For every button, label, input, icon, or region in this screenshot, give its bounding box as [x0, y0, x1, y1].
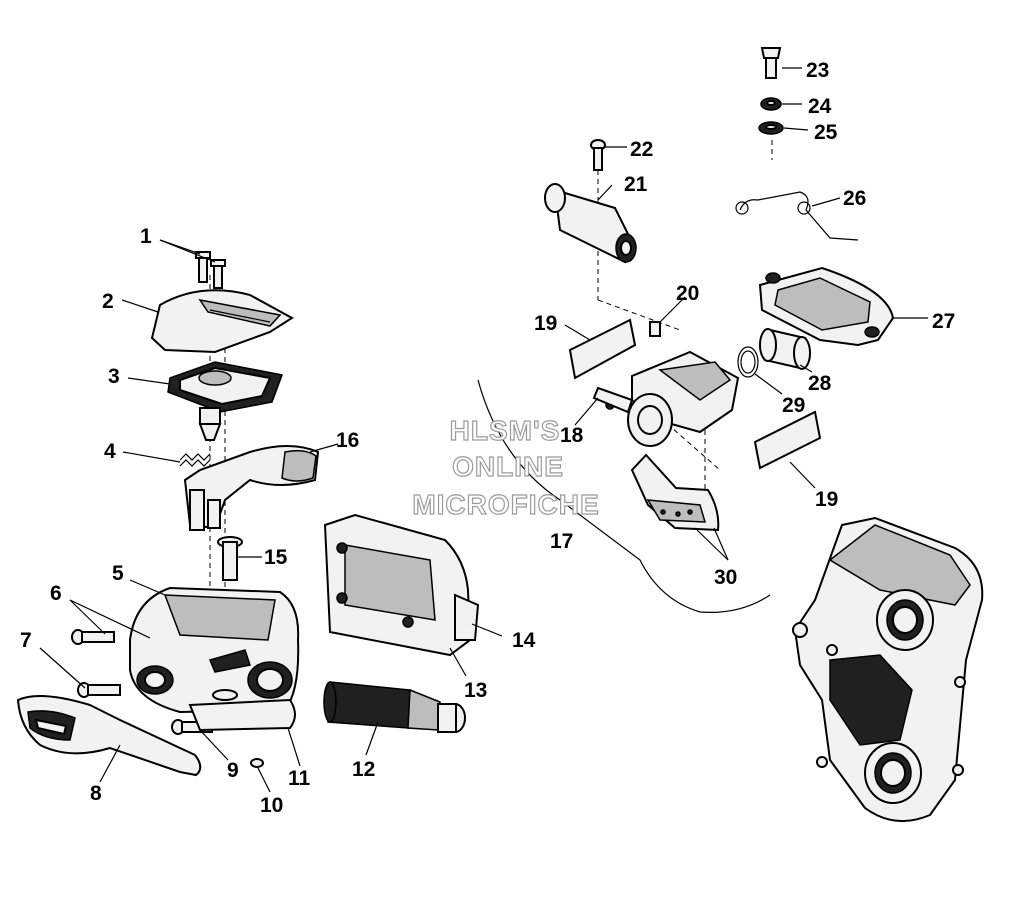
gasket-part-3 — [167, 361, 284, 413]
screw-part-6 — [71, 629, 115, 645]
chaincase-housing — [792, 516, 984, 823]
callout-6: 6 — [50, 582, 62, 605]
plunger — [198, 407, 222, 441]
screw-part-22 — [590, 139, 606, 171]
callout-20: 20 — [676, 282, 699, 305]
bushing-part-28 — [759, 328, 811, 370]
callout-2: 2 — [102, 290, 114, 313]
brake-pads-part-30 — [630, 453, 720, 532]
callout-28: 28 — [808, 372, 832, 395]
callout-25: 25 — [814, 121, 838, 144]
callout-1: 1 — [140, 225, 152, 248]
shim-part-19-lower — [753, 410, 822, 470]
cover-plate-part-13-14 — [323, 513, 480, 657]
throttle-cover-part-2 — [150, 289, 294, 354]
callout-8: 8 — [90, 782, 102, 805]
callout-5: 5 — [112, 562, 124, 585]
callout-19b: 19 — [815, 488, 838, 511]
callout-9: 9 — [227, 759, 239, 782]
callout-14: 14 — [512, 629, 536, 652]
washer-part-25 — [758, 121, 784, 135]
lower-cover-part-11 — [188, 698, 296, 732]
spring-part-4 — [179, 453, 211, 467]
throttle-lever-part-16 — [183, 445, 320, 531]
callout-19a: 19 — [534, 312, 557, 335]
callout-26: 26 — [843, 187, 866, 210]
watermark: HLSM'S ONLINE MICROFICHE — [412, 414, 600, 520]
callout-18: 18 — [560, 424, 584, 447]
callout-29: 29 — [782, 394, 805, 417]
lock-washer-part-24 — [760, 97, 782, 111]
callout-27: 27 — [932, 310, 955, 333]
bolts-part-1 — [195, 251, 226, 289]
callout-23: 23 — [806, 59, 829, 82]
callout-3: 3 — [108, 365, 120, 388]
leader-lines — [39, 67, 928, 793]
throttle-housing-part-5 — [129, 586, 300, 714]
callout-4: 4 — [104, 440, 116, 463]
callout-16: 16 — [336, 429, 359, 452]
watermark-line-2: ONLINE — [452, 451, 564, 482]
pin-part-15 — [217, 536, 243, 581]
screw-part-7 — [77, 682, 121, 698]
callout-7: 7 — [20, 629, 32, 652]
callout-24: 24 — [808, 95, 832, 118]
callout-17: 17 — [550, 530, 573, 553]
callouts: 1 2 3 4 5 6 7 8 9 10 11 12 13 14 15 16 1… — [20, 59, 955, 817]
grip-tube-part-12 — [323, 681, 466, 733]
callout-12: 12 — [352, 758, 375, 781]
callout-15: 15 — [264, 546, 288, 569]
watermark-line-3: MICROFICHE — [412, 489, 599, 520]
callout-30: 30 — [714, 566, 737, 589]
spring-clip-part-26 — [735, 191, 859, 241]
bracket-part-21 — [544, 183, 637, 264]
callout-21: 21 — [624, 173, 648, 196]
callout-22: 22 — [630, 138, 653, 161]
callout-10: 10 — [260, 794, 283, 817]
caliper-bracket-part-27 — [758, 266, 895, 347]
o-ring-part-29 — [737, 346, 759, 378]
shim-part-19-upper — [568, 318, 637, 380]
callout-11: 11 — [288, 767, 311, 790]
bolt-part-23 — [760, 47, 782, 79]
brake-line-part-17 — [477, 379, 771, 613]
watermark-line-1: HLSM'S — [450, 415, 561, 446]
brake-lever-part-8 — [16, 695, 202, 777]
callout-13: 13 — [464, 679, 487, 702]
washer-part-10 — [250, 758, 264, 768]
caliper-body — [592, 350, 740, 447]
bleeder-part-20 — [649, 321, 661, 337]
